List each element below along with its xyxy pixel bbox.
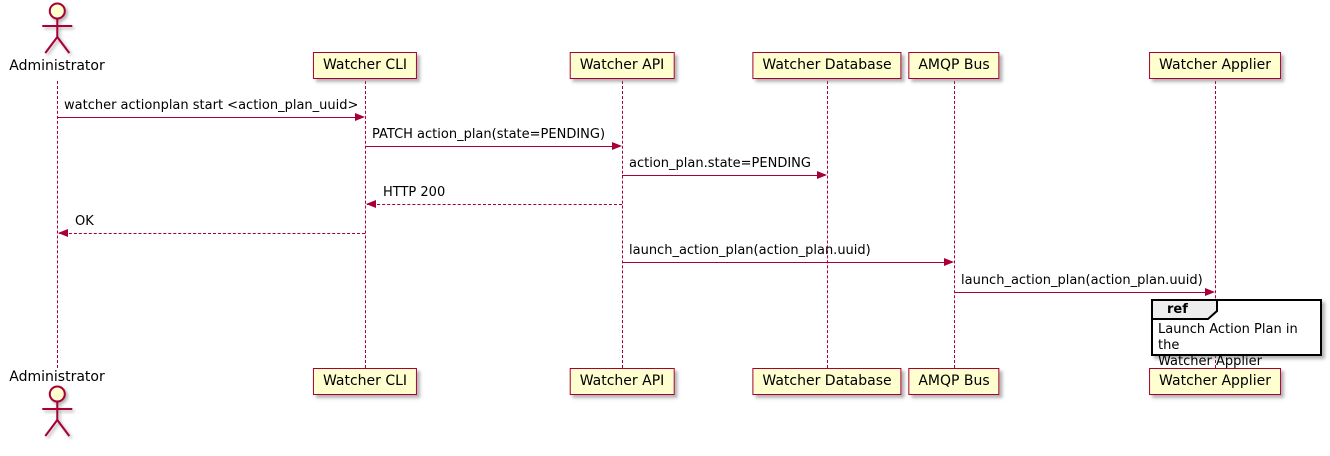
lifeline-watcher-cli [365,81,366,368]
message-arrowhead-icon [1205,288,1215,296]
message-label: action_plan.state=PENDING [629,156,811,171]
participant-label: Watcher Applier [1159,373,1271,389]
lifeline-watcher-api [622,81,623,368]
message-arrowhead-icon [355,113,365,121]
message-label: launch_action_plan(action_plan.uuid) [629,243,871,258]
participant-box-watcher-database: Watcher Database [752,368,902,395]
participant-box-watcher-cli: Watcher CLI [312,368,418,395]
message-label: launch_action_plan(action_plan.uuid) [961,273,1203,288]
participant-label: AMQP Bus [918,57,990,73]
message-arrowhead-icon [817,171,827,179]
participant-label: AMQP Bus [918,373,990,389]
actor-label: Administrator [9,369,105,385]
message-arrowhead-icon [612,142,622,150]
participant-label: Watcher Database [762,373,892,389]
participant-label: Watcher CLI [322,373,408,389]
participant-box-watcher-database: Watcher Database [752,52,902,79]
participant-box-watcher-cli: Watcher CLI [312,52,418,79]
participant-box-watcher-applier: Watcher Applier [1149,368,1281,395]
lifeline-watcher-database [827,81,828,368]
participant-label: Watcher CLI [322,57,408,73]
ref-tab-shape [1151,299,1218,320]
message-line [954,292,1213,293]
participant-box-watcher-api: Watcher API [569,52,675,79]
ref-body: Launch Action Plan in the Watcher Applie… [1153,301,1320,370]
participant-box-watcher-api: Watcher API [569,368,675,395]
ref-keyword: ref [1167,302,1188,317]
message-arrowhead-icon [944,258,954,266]
message-label: watcher actionplan start <action_plan_uu… [64,98,359,113]
actor-figure-icon [42,2,72,54]
ref-fragment: ref Launch Action Plan in the Watcher Ap… [1151,299,1322,369]
message-label: PATCH action_plan(state=PENDING) [372,127,606,142]
participant-label: Watcher Database [762,57,892,73]
message-label: HTTP 200 [383,185,446,200]
actor-figure-icon [42,385,72,437]
participant-label: Watcher API [579,373,665,389]
message-line [365,146,620,147]
participant-label: Watcher Applier [1159,57,1271,73]
message-arrowhead-icon [366,200,376,208]
actor-administrator: Administrator [9,2,105,74]
message-line [622,262,952,263]
participant-box-amqp-bus: AMQP Bus [908,368,1000,395]
actor-label: Administrator [9,58,105,74]
message-line [622,175,825,176]
ref-text-line: Launch Action Plan in the [1158,322,1298,353]
lifeline-amqp-bus [954,81,955,368]
actor-administrator: Administrator [9,369,105,441]
message-line [367,204,622,205]
ref-text-line: Watcher Applier [1158,354,1262,369]
lifeline-watcher-applier [1215,81,1216,368]
participant-box-amqp-bus: AMQP Bus [908,52,1000,79]
message-label: OK [75,214,94,229]
participant-box-watcher-applier: Watcher Applier [1149,52,1281,79]
participant-label: Watcher API [579,57,665,73]
message-arrowhead-icon [58,229,68,237]
message-line [59,233,365,234]
message-line [57,117,363,118]
lifeline-administrator [57,81,58,368]
